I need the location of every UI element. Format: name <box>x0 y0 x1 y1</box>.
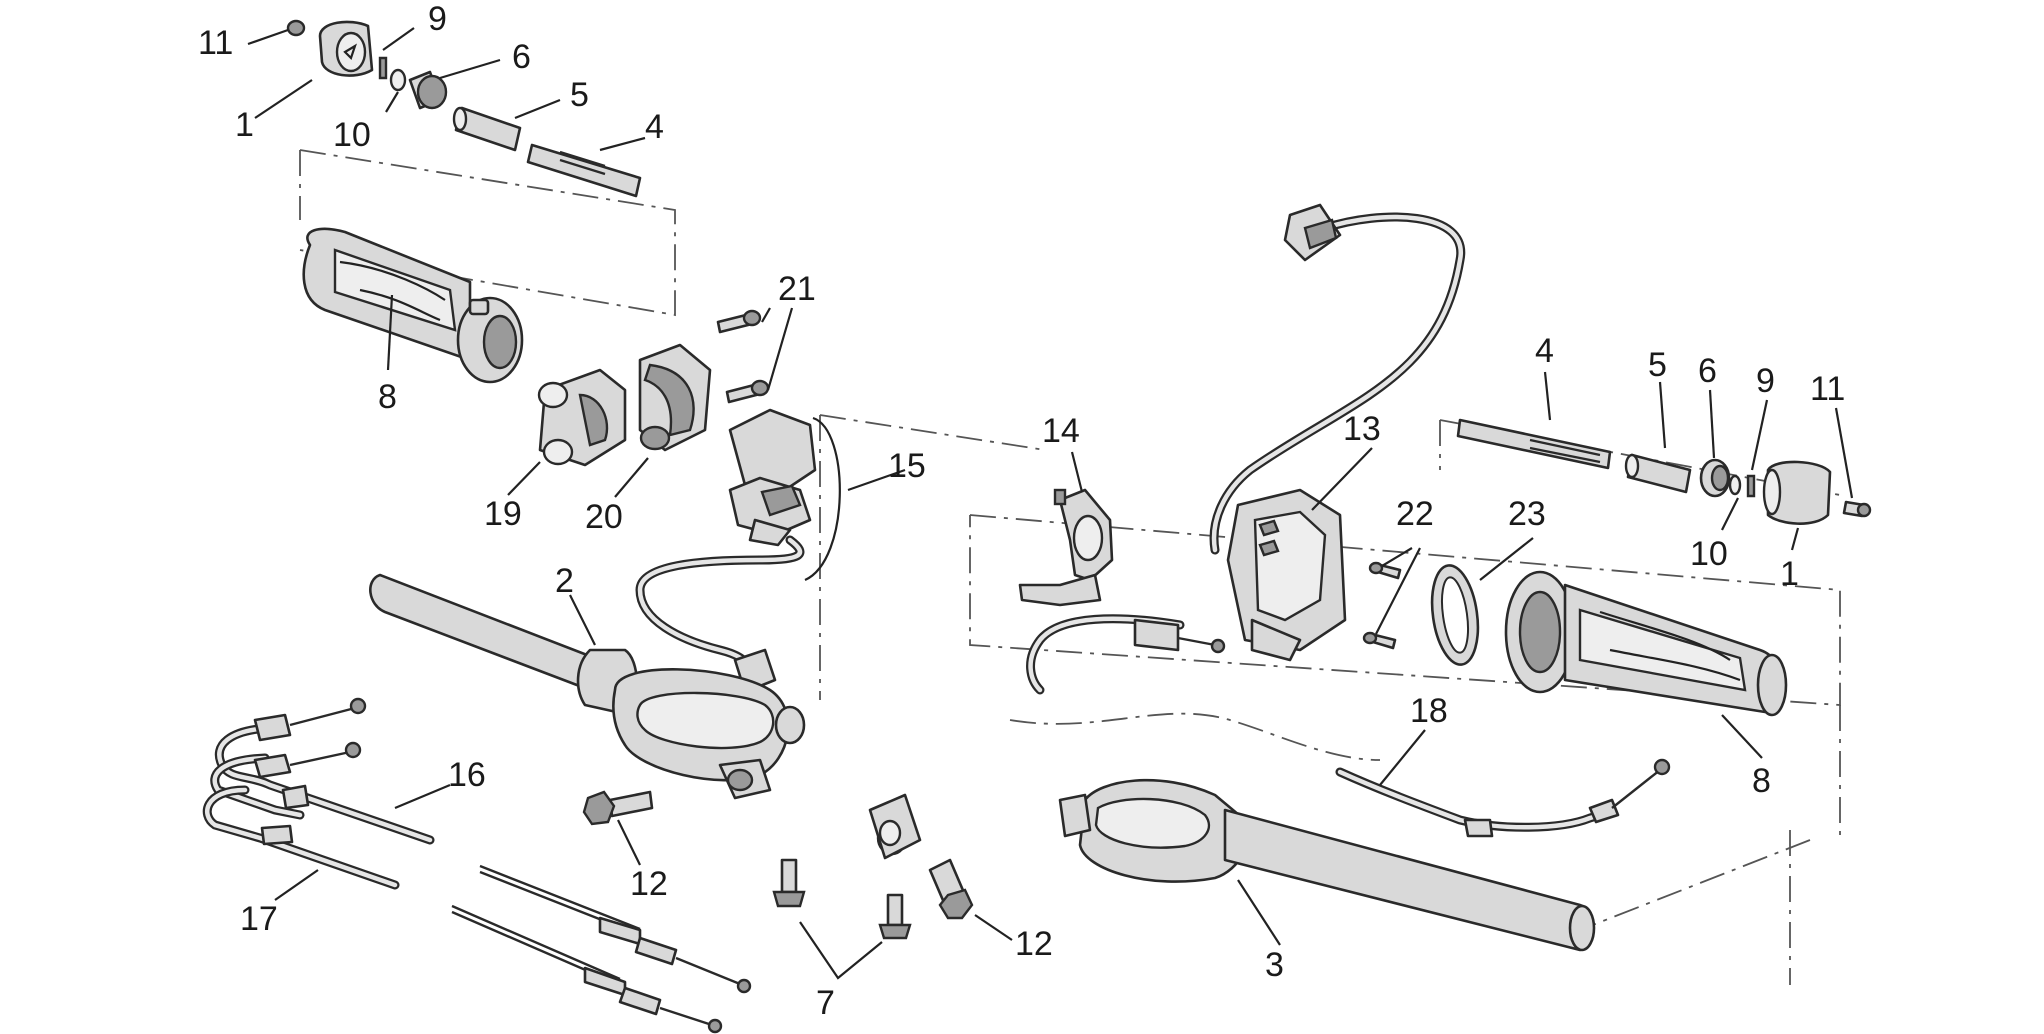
screws-21 <box>716 309 770 404</box>
callout-11-left: 11 <box>198 24 233 62</box>
callout-10-right: 10 <box>1690 535 1728 573</box>
callout-1-right: 1 <box>1780 555 1799 593</box>
callout-2: 2 <box>555 562 574 600</box>
callout-21: 21 <box>778 270 816 308</box>
callout-14: 14 <box>1042 412 1080 450</box>
bar-end-weight-right <box>1762 460 1832 525</box>
callout-15: 15 <box>888 447 926 485</box>
rod-4-right <box>1456 418 1612 470</box>
callout-5-left: 5 <box>570 76 589 114</box>
alignment-lines <box>299 149 1841 985</box>
callout-6-left: 6 <box>512 38 531 76</box>
cable-18 <box>1335 758 1671 838</box>
bar-end-weight-left <box>318 20 374 77</box>
callout-9-right: 9 <box>1756 362 1775 400</box>
callout-18: 18 <box>1410 692 1448 730</box>
switch-assembly-15 <box>635 408 817 694</box>
clip-on-handlebar-2 <box>369 573 806 800</box>
screws-22 <box>1362 561 1402 650</box>
switch-housing-20 <box>638 343 712 452</box>
spacer-9-right <box>1746 474 1756 498</box>
callout-20: 20 <box>585 498 623 536</box>
callout-6-right: 6 <box>1698 352 1717 390</box>
bolt-12-right <box>928 858 974 920</box>
bushing-6-left <box>408 70 448 110</box>
switch-housing-19 <box>537 368 627 467</box>
callout-8-left: 8 <box>378 378 397 416</box>
callout-5-right: 5 <box>1648 346 1667 384</box>
callouts: 11 9 6 1 10 5 4 8 21 15 19 20 2 16 12 17… <box>198 0 1845 1022</box>
tube-5-right <box>1624 453 1692 494</box>
callout-13: 13 <box>1343 410 1381 448</box>
washer-10-left <box>389 68 407 92</box>
grip-8-left <box>302 227 524 384</box>
throttle-cables-16-17 <box>202 697 435 890</box>
grip-8-right <box>1504 570 1788 717</box>
callout-17: 17 <box>240 900 278 938</box>
callout-4-right: 4 <box>1535 332 1554 370</box>
screws-7 <box>772 858 912 940</box>
callout-10-left: 10 <box>333 116 371 154</box>
screw-11-right <box>1842 500 1872 518</box>
clip-on-handlebar-3 <box>868 778 1596 952</box>
bracket-14 <box>1018 488 1114 607</box>
callout-19: 19 <box>484 495 522 533</box>
ring-23 <box>1430 564 1480 666</box>
spacer-9-left <box>378 56 388 80</box>
tube-5-left <box>452 106 522 152</box>
callout-9-left: 9 <box>428 0 447 38</box>
callout-23: 23 <box>1508 495 1546 533</box>
screw-11-left <box>286 19 306 37</box>
bolt-12-left <box>582 790 654 826</box>
washer-10-right <box>1728 474 1742 496</box>
callout-1-left: 1 <box>235 106 254 144</box>
callout-8-right: 8 <box>1752 762 1771 800</box>
rod-4-left <box>526 143 642 198</box>
callout-3: 3 <box>1265 946 1284 984</box>
callout-11-right: 11 <box>1810 370 1845 408</box>
leader-lines <box>247 27 1854 980</box>
callout-16: 16 <box>448 756 486 794</box>
callout-12-right: 12 <box>1015 925 1053 963</box>
bushing-6-right <box>1699 458 1731 498</box>
lower-cables <box>451 864 752 1034</box>
callout-4-left: 4 <box>645 108 664 146</box>
callout-22: 22 <box>1396 495 1434 533</box>
callout-7: 7 <box>816 984 835 1022</box>
callout-12-left: 12 <box>630 865 668 903</box>
switch-unit-13 <box>1026 203 1466 695</box>
